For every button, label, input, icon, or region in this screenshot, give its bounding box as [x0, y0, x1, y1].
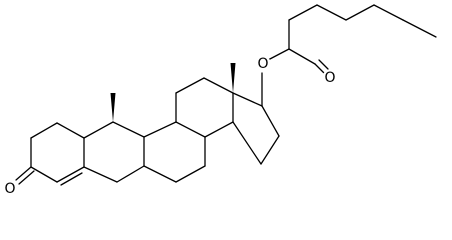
ester-ring-oxygen-atom: O: [255, 56, 271, 72]
hexanoate-chain-bonds: [261, 4, 437, 107]
c13-methyl-wedge: [230, 63, 236, 93]
ketone-carbonyl-bonds: [15, 166, 35, 185]
ring-d-bonds: [232, 92, 280, 165]
ester-ring-oxygen-label: O: [257, 56, 268, 72]
ring-c-bonds: [143, 77, 234, 183]
c10-methyl-wedge: [110, 93, 116, 122]
ketone-oxygen-label: O: [4, 181, 15, 197]
ester-carbonyl-oxygen-atom: O: [322, 70, 338, 86]
ring-b-bonds: [83, 121, 145, 183]
ketone-oxygen-atom: O: [2, 181, 18, 197]
ester-carbonyl-oxygen-label: O: [324, 70, 335, 86]
ring-a-bonds: [30, 122, 85, 186]
